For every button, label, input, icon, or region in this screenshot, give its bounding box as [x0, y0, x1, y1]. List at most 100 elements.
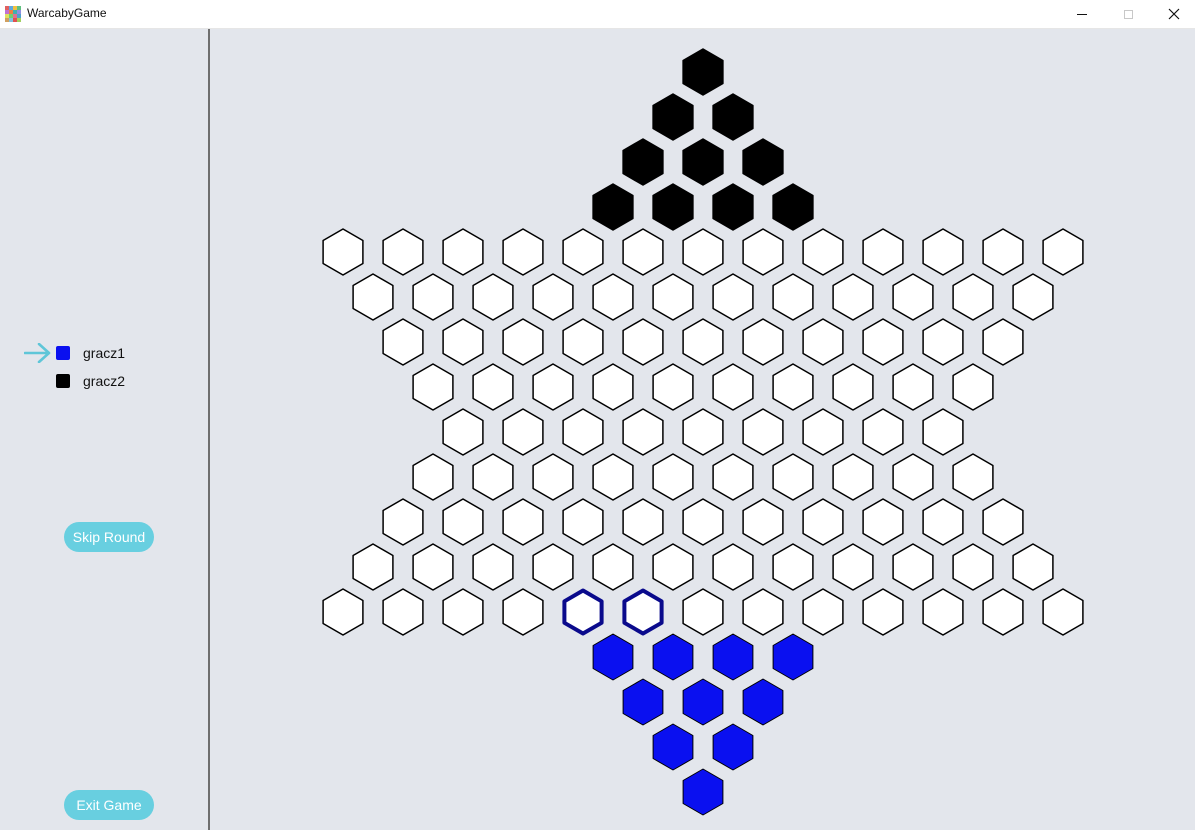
board-cell-empty[interactable] [592, 453, 634, 501]
board-cell-empty[interactable] [412, 453, 454, 501]
blue-piece[interactable] [652, 633, 694, 681]
board-cell-empty[interactable] [652, 273, 694, 321]
board-cell-empty[interactable] [622, 318, 664, 366]
board-cell-empty[interactable] [562, 228, 604, 276]
black-piece[interactable] [652, 183, 694, 231]
board-cell-empty[interactable] [532, 453, 574, 501]
board-cell-empty[interactable] [922, 228, 964, 276]
board-cell-empty[interactable] [922, 498, 964, 546]
skip-round-button[interactable]: Skip Round [64, 522, 154, 552]
board-cell-empty[interactable] [802, 228, 844, 276]
blue-piece[interactable] [652, 723, 694, 771]
board-cell-empty[interactable] [772, 363, 814, 411]
board-cell-empty[interactable] [502, 318, 544, 366]
board-cell-empty[interactable] [502, 408, 544, 456]
board-cell-empty[interactable] [412, 273, 454, 321]
board-cell-empty[interactable] [1012, 273, 1054, 321]
board-cell-empty[interactable] [892, 363, 934, 411]
board-cell-empty[interactable] [682, 318, 724, 366]
black-piece[interactable] [742, 138, 784, 186]
board-cell-empty[interactable] [772, 543, 814, 591]
board-cell-empty[interactable] [772, 453, 814, 501]
board-cell-empty[interactable] [562, 318, 604, 366]
board-cell-empty[interactable] [862, 408, 904, 456]
board-cell-empty[interactable] [382, 318, 424, 366]
black-piece[interactable] [622, 138, 664, 186]
board-cell-empty[interactable] [802, 318, 844, 366]
board-cell-empty[interactable] [922, 408, 964, 456]
board-cell-empty[interactable] [742, 318, 784, 366]
black-piece[interactable] [772, 183, 814, 231]
board-cell-empty[interactable] [562, 408, 604, 456]
board-cell-empty[interactable] [892, 453, 934, 501]
black-piece[interactable] [592, 183, 634, 231]
board-cell-empty[interactable] [502, 498, 544, 546]
board-cell-empty[interactable] [322, 588, 364, 636]
board-cell-empty[interactable] [892, 273, 934, 321]
board-cell-empty[interactable] [442, 408, 484, 456]
board-cell-empty[interactable] [322, 228, 364, 276]
board-cell-empty[interactable] [442, 228, 484, 276]
black-piece[interactable] [682, 138, 724, 186]
blue-piece[interactable] [622, 678, 664, 726]
close-button[interactable] [1151, 0, 1195, 28]
board-cell-empty[interactable] [802, 588, 844, 636]
board-cell-empty[interactable] [382, 228, 424, 276]
board-cell-empty[interactable] [862, 588, 904, 636]
blue-piece[interactable] [592, 633, 634, 681]
board-cell-empty[interactable] [832, 363, 874, 411]
board-cell-empty[interactable] [982, 588, 1024, 636]
board-cell-empty[interactable] [652, 363, 694, 411]
board-cell-empty[interactable] [742, 498, 784, 546]
board-cell-empty[interactable] [472, 363, 514, 411]
board-cell-empty[interactable] [532, 543, 574, 591]
board-cell-empty[interactable] [502, 588, 544, 636]
board-cell-empty[interactable] [862, 318, 904, 366]
board-cell-empty[interactable] [682, 228, 724, 276]
board-cell-empty[interactable] [652, 453, 694, 501]
board-cell-empty[interactable] [682, 408, 724, 456]
board-cell-empty[interactable] [922, 318, 964, 366]
board-cell-empty[interactable] [742, 588, 784, 636]
blue-piece[interactable] [742, 678, 784, 726]
maximize-button[interactable] [1105, 0, 1151, 28]
board-cell-empty[interactable] [502, 228, 544, 276]
board-cell-highlighted[interactable] [622, 588, 664, 636]
blue-piece[interactable] [682, 768, 724, 816]
board-cell-empty[interactable] [682, 588, 724, 636]
board-cell-empty[interactable] [1042, 228, 1084, 276]
board-cell-empty[interactable] [712, 363, 754, 411]
board-cell-empty[interactable] [862, 228, 904, 276]
board-cell-empty[interactable] [952, 273, 994, 321]
board-cell-empty[interactable] [832, 543, 874, 591]
black-piece[interactable] [712, 183, 754, 231]
board-cell-empty[interactable] [592, 543, 634, 591]
board-cell-empty[interactable] [712, 543, 754, 591]
board-cell-empty[interactable] [1042, 588, 1084, 636]
board-cell-empty[interactable] [802, 408, 844, 456]
board-cell-empty[interactable] [952, 543, 994, 591]
exit-game-button[interactable]: Exit Game [64, 790, 154, 820]
board-cell-empty[interactable] [412, 543, 454, 591]
board-cell-empty[interactable] [382, 588, 424, 636]
board-cell-empty[interactable] [532, 273, 574, 321]
board-cell-empty[interactable] [712, 453, 754, 501]
board-cell-empty[interactable] [622, 498, 664, 546]
blue-piece[interactable] [682, 678, 724, 726]
board-cell-empty[interactable] [862, 498, 904, 546]
board-cell-empty[interactable] [412, 363, 454, 411]
board-cell-empty[interactable] [922, 588, 964, 636]
board-cell-empty[interactable] [592, 273, 634, 321]
board-cell-empty[interactable] [622, 408, 664, 456]
board-cell-empty[interactable] [442, 588, 484, 636]
minimize-button[interactable] [1059, 0, 1105, 28]
black-piece[interactable] [712, 93, 754, 141]
board-cell-empty[interactable] [472, 453, 514, 501]
board-cell-empty[interactable] [472, 273, 514, 321]
board-cell-empty[interactable] [442, 318, 484, 366]
board-cell-empty[interactable] [352, 273, 394, 321]
board-cell-empty[interactable] [952, 453, 994, 501]
board-cell-empty[interactable] [982, 318, 1024, 366]
board-cell-empty[interactable] [712, 273, 754, 321]
board-cell-empty[interactable] [472, 543, 514, 591]
